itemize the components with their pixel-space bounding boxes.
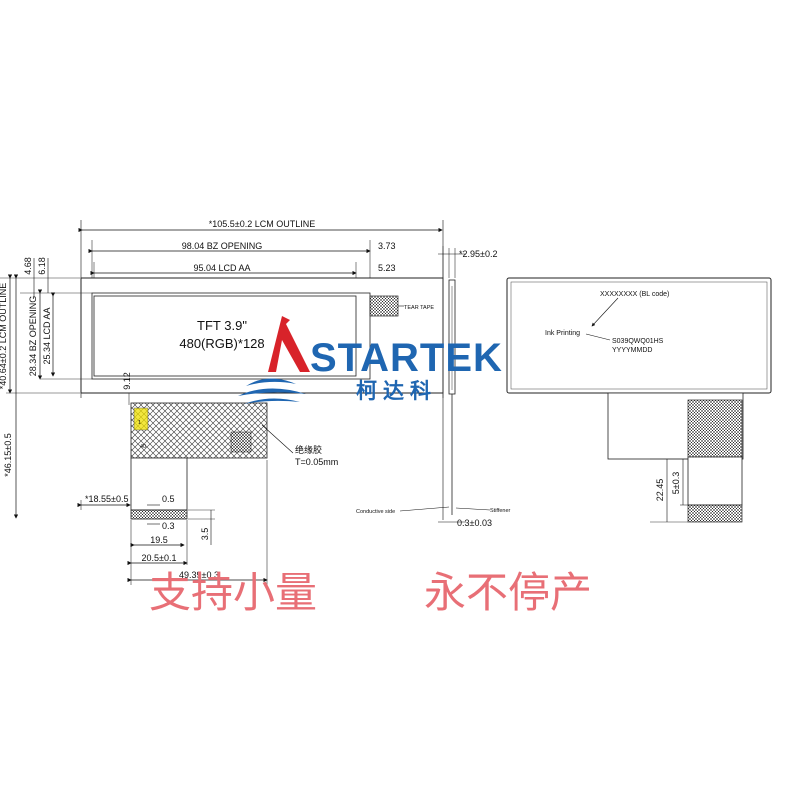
stiffener-label: Stiffener: [490, 508, 511, 514]
logo-mark: [268, 316, 310, 372]
bz-offset-top-label: 6.18: [37, 257, 47, 275]
overall-height-label: *46.15±0.5: [3, 433, 13, 476]
pitch-a-label: 0.5: [162, 494, 175, 504]
fpc-left-offset-label: *18.55±0.5: [85, 494, 128, 504]
logo-brand-text: STARTEK: [310, 336, 503, 380]
conductive-side-label: Conductive side: [356, 509, 395, 515]
front-view: *105.5±0.2 LCM OUTLINE 98.04 BZ OPENING …: [0, 219, 444, 585]
insulation-label: 绝缘胶: [295, 444, 322, 456]
pitch-b-label: 0.3: [162, 521, 175, 531]
back-fingers: [687, 504, 743, 523]
part-number-label: S039QWQ01HS: [612, 338, 664, 345]
panel-size-label: TFT 3.9": [197, 318, 247, 333]
tear-tape: [369, 295, 399, 317]
side-thickness-label: *2.95±0.2: [459, 249, 497, 259]
bz-opening-height-label: 28.34 BZ OPENING: [28, 296, 38, 377]
lcd-active-area: [93, 295, 357, 377]
fpc-tail: [130, 457, 188, 511]
date-code-label: YYYYMMDD: [612, 347, 652, 354]
panel-resolution-label: 480(RGB)*128: [179, 336, 264, 351]
pin-40-label: 40: [140, 444, 146, 450]
lcm-outline-height-label: *40.64±0.2 LCM OUTLINE: [0, 283, 8, 389]
stiffener-length-label: 5±0.3: [671, 472, 681, 494]
pin-1-label: 1: [138, 420, 141, 426]
slogan-right: 永不停产: [424, 568, 592, 617]
aa-offset-top-label: 4.68: [23, 257, 33, 275]
back-stiffener: [687, 399, 743, 458]
back-view: XXXXXXXX (BL code) Ink Printing S039QWQ0…: [506, 277, 772, 523]
bz-offset-right-label: 3.73: [378, 241, 396, 251]
insulation-thickness-label: T=0.05mm: [295, 457, 338, 467]
bz-opening-width-label: 98.04 BZ OPENING: [182, 241, 263, 251]
stiffener-thickness-label: 0.3±0.03: [457, 518, 492, 528]
fpc-component: [133, 407, 149, 431]
bz-opening: [91, 292, 371, 380]
finger-height-label: 3.5: [200, 528, 210, 541]
lcd-aa-width-label: 95.04 LCD AA: [193, 263, 250, 273]
startek-logo: STARTEK 柯达科: [238, 316, 503, 404]
bl-code-label: XXXXXXXX (BL code): [600, 291, 669, 298]
tail-length-label: 22.45: [655, 479, 665, 502]
tail-width-label: 49.39±0.3: [179, 570, 219, 580]
logo-brand-cn: 柯达科: [356, 379, 437, 403]
lcd-aa-height-label: 25.34 LCD AA: [42, 307, 52, 364]
fpc-ic: [230, 431, 252, 453]
lower-offset-label: 9.12: [122, 372, 132, 390]
ink-printing-label: Ink Printing: [545, 330, 580, 337]
gold-fingers: [130, 509, 188, 520]
finger-span-label: 19.5: [150, 535, 168, 545]
lcm-outline-width-label: *105.5±0.2 LCM OUTLINE: [209, 219, 315, 229]
side-view: *2.95±0.2 Conductive side Stiffener 0.3±…: [356, 246, 511, 528]
tear-tape-label: TEAR TAPE: [404, 305, 434, 311]
slogan-left: 支持小量: [149, 568, 317, 617]
fpc-width-label: 20.5±0.1: [142, 553, 177, 563]
aa-offset-right-label: 5.23: [378, 263, 396, 273]
